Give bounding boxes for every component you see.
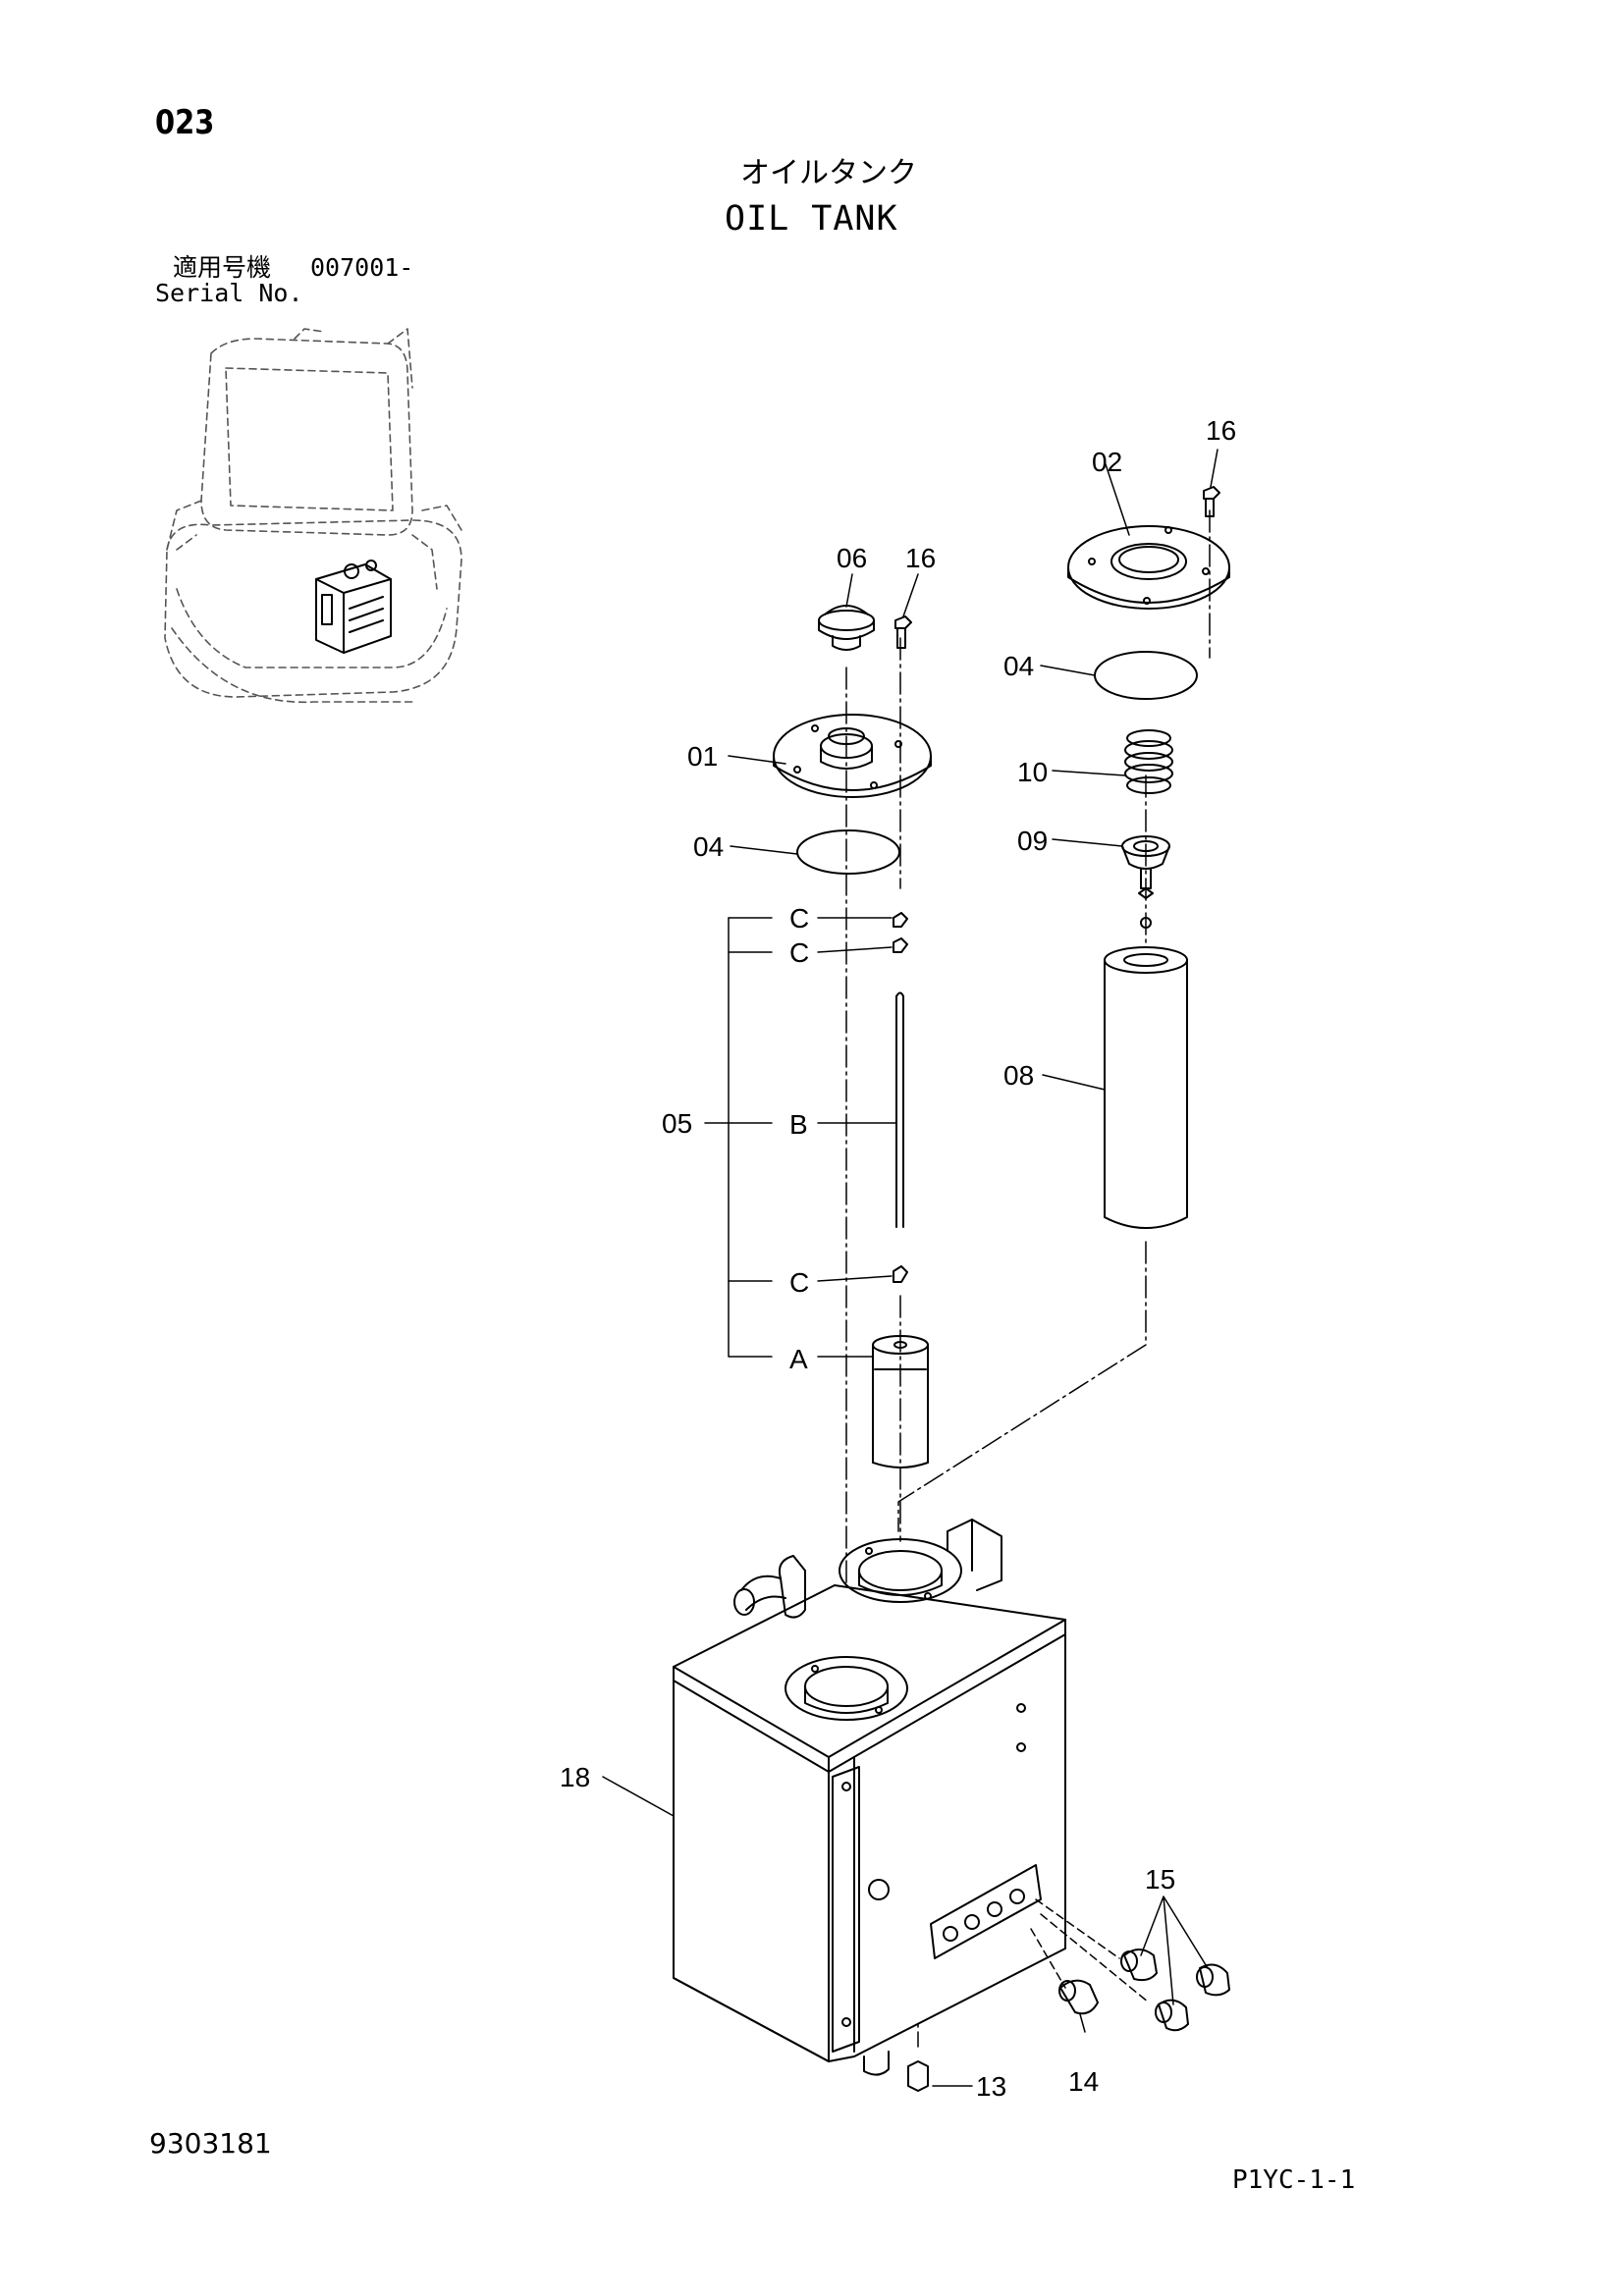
fitting-leader-dashes: [1030, 1898, 1150, 2003]
part-01-cover: [773, 714, 932, 798]
serial-label: Serial No.: [155, 279, 303, 307]
part-18-oil-tank: [673, 1519, 1066, 2076]
leader-lines: [602, 449, 1218, 2087]
callout-10: 10: [1017, 757, 1048, 787]
page-title: OIL TANK: [725, 199, 898, 239]
callout-15: 15: [1145, 1864, 1175, 1895]
center-lines: [845, 509, 1211, 2048]
callout-B: B: [789, 1109, 808, 1140]
callout-01: 01: [687, 741, 718, 772]
callout-C-1: C: [789, 903, 809, 934]
callout-16-left: 16: [905, 543, 936, 573]
callout-16-right: 16: [1206, 415, 1236, 446]
callout-06: 06: [837, 543, 867, 573]
part-04-o-ring-right: [1094, 651, 1198, 700]
callout-A: A: [789, 1344, 808, 1374]
callout-08: 08: [1003, 1060, 1034, 1091]
part-10-spring: [1124, 729, 1173, 794]
part-09-valve: [1121, 835, 1170, 929]
serial-label-japanese: 適用号機: [173, 253, 272, 282]
part-04-o-ring-left: [796, 829, 900, 875]
callout-04-right: 04: [1003, 651, 1034, 681]
document-number: 9303181: [149, 2127, 272, 2160]
callout-14: 14: [1068, 2066, 1099, 2097]
part-05-strainer-assembly: [872, 912, 929, 1468]
part-08-filter-element: [1104, 946, 1188, 1229]
page-code: P1YC-1-1: [1232, 2165, 1356, 2195]
callout-04-left: 04: [693, 831, 724, 862]
part-06-cap: [818, 605, 875, 651]
serial-number-value: 007001-: [310, 253, 414, 282]
part-15-elbow-a: [1120, 1949, 1158, 1982]
callout-09: 09: [1017, 826, 1048, 856]
callout-13: 13: [976, 2071, 1006, 2102]
part-16-bolt-right: [1203, 486, 1220, 517]
page-number: 023: [155, 103, 215, 142]
machine-location-thumbnail: [164, 328, 462, 704]
part-02-cover: [1067, 525, 1230, 610]
callout-C-3: C: [789, 1267, 809, 1298]
tank-highlight-thumbnail: [315, 560, 392, 654]
callout-C-2: C: [789, 937, 809, 968]
part-16-bolt-left: [894, 615, 912, 649]
title-japanese: オイルタンク: [740, 156, 917, 190]
part-13-plug: [907, 2060, 929, 2092]
part-15-elbow-c: [1196, 1963, 1230, 1997]
part-14-elbow: [1058, 1979, 1099, 2015]
part-15-elbow-b: [1155, 1999, 1189, 2032]
callout-05: 05: [662, 1108, 692, 1139]
callout-labels: 01 02 04 04 05 06 08 09 10 13 14 15 16 1…: [560, 415, 1236, 2102]
callout-18: 18: [560, 1762, 590, 1792]
callout-02: 02: [1092, 447, 1122, 477]
